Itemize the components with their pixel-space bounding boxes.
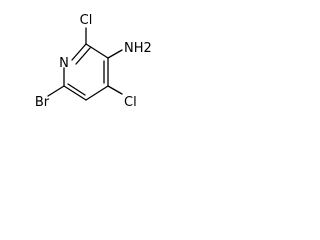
bond-c6-br bbox=[47, 85, 65, 97]
bond-c4-cl bbox=[107, 85, 123, 95]
atom-cl-2: Cl bbox=[80, 13, 93, 28]
atom-nh2: NH2 bbox=[124, 41, 152, 56]
bond-n-c2-double bbox=[75, 47, 91, 65]
atom-br: Br bbox=[35, 95, 50, 110]
bond-n-c2 bbox=[71, 43, 87, 61]
bond-c2-c3 bbox=[85, 43, 109, 59]
atom-cl-4: Cl bbox=[124, 95, 137, 110]
bond-c3-nh2 bbox=[107, 49, 123, 59]
bond-c5-c6-double bbox=[67, 83, 86, 96]
bond-c5-c6 bbox=[63, 85, 87, 101]
molecule-structure: N Cl NH2 Cl Br bbox=[35, 13, 152, 110]
bond-c4-c5 bbox=[85, 85, 109, 101]
atom-n: N bbox=[59, 56, 69, 71]
